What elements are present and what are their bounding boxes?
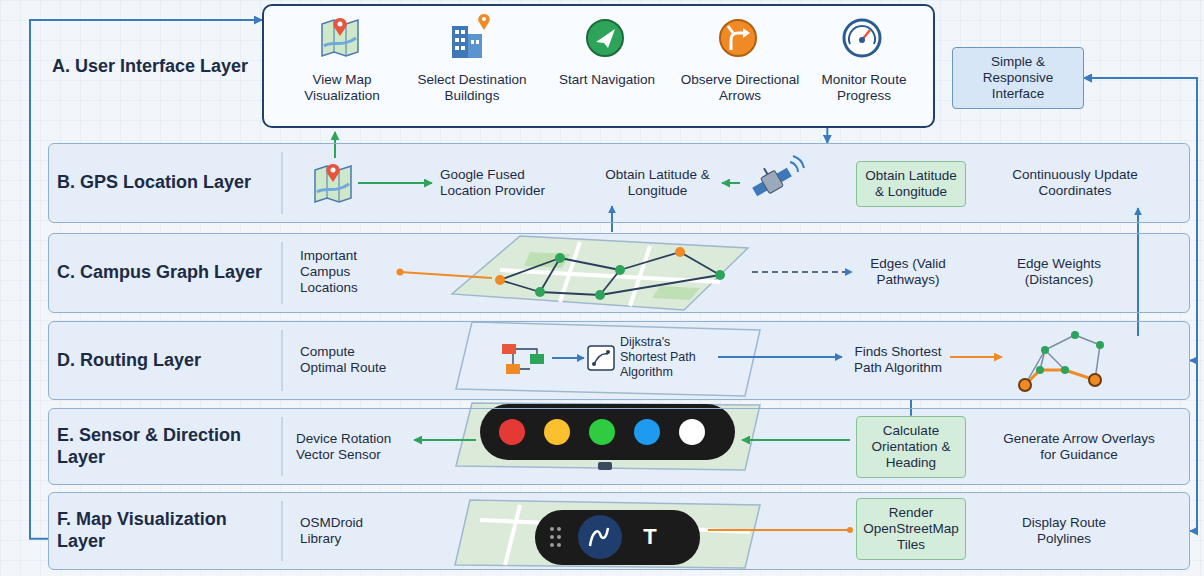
- ui-action: Start Navigation: [545, 72, 669, 88]
- annotation-text: Obtain Latitude & Longitude: [600, 167, 715, 199]
- sensor-art: [414, 403, 850, 470]
- tool-toolbar: [535, 510, 700, 565]
- flow-connector: [1084, 78, 1197, 361]
- process-box: Render OpenStreetMap Tiles: [856, 498, 966, 561]
- process-box: Obtain Latitude & Longitude: [856, 161, 966, 207]
- band-label-holder: E. Sensor & Direction Layer: [57, 409, 279, 484]
- box-text: Calculate Orientation & Heading: [862, 423, 960, 472]
- box-text: Simple & Responsive Interface: [958, 54, 1078, 103]
- ui-action: Observe Directional Arrows: [678, 72, 802, 103]
- band-label-holder: B. GPS Location Layer: [57, 144, 279, 222]
- action-caption: Select Destination Buildings: [410, 72, 534, 103]
- annotation-text: Compute Optimal Route: [300, 344, 400, 376]
- action-caption: Monitor Route Progress: [802, 72, 926, 103]
- layer-title: E. Sensor & Direction Layer: [57, 425, 279, 468]
- annotation-text: Finds Shortest Path Algorithm: [848, 344, 948, 376]
- gps-layer-art: [315, 132, 804, 232]
- band-separators: [282, 152, 283, 561]
- note-box: Simple & Responsive Interface: [952, 47, 1084, 110]
- layer-title: C. Campus Graph Layer: [57, 262, 262, 284]
- band-label-holder: D. Routing Layer: [57, 322, 279, 399]
- process-box: Calculate Orientation & Heading: [856, 416, 966, 479]
- ui-action: Select Destination Buildings: [410, 72, 534, 103]
- layer-title: D. Routing Layer: [57, 350, 201, 372]
- layer-band: C. Campus Graph Layer: [48, 233, 1190, 313]
- toolbar-glyph: T: [638, 524, 662, 550]
- layer-band: F. Map Visualization Layer Render OpenStr…: [48, 492, 1190, 570]
- action-caption: View Map Visualization: [280, 72, 404, 103]
- flow-connector: [826, 128, 828, 143]
- annotation-text: Edges (Valid Pathways): [858, 256, 958, 288]
- ui-action: Monitor Route Progress: [802, 72, 926, 103]
- annotation-text: Dijkstra's Shortest Path Algorithm: [620, 335, 714, 380]
- action-caption: Observe Directional Arrows: [678, 72, 802, 103]
- ui-panel: A. User Interface LayerView Map Visualiz…: [262, 4, 935, 128]
- color-toolbar: [480, 404, 735, 460]
- annotation-text: Continuously Update Coordinates: [995, 167, 1155, 199]
- annotation-text: Important Campus Locations: [300, 248, 397, 297]
- layer-band: D. Routing Layer: [48, 321, 1190, 400]
- annotation-text: OSMDroid Library: [300, 515, 397, 547]
- layer-title: F. Map Visualization Layer: [57, 509, 279, 552]
- ui-icons: [322, 14, 880, 58]
- band-label-holder: C. Campus Graph Layer: [57, 234, 279, 312]
- annotation-text: Display Route Polylines: [1003, 515, 1125, 547]
- box-text: Render OpenStreetMap Tiles: [862, 505, 960, 554]
- routing-art: [456, 208, 1138, 396]
- layer-band: E. Sensor & Direction Layer Calculate Ori…: [48, 408, 1190, 485]
- layer-band: B. GPS Location Layer Obtain Latitude & L…: [48, 143, 1190, 223]
- annotation-text: Generate Arrow Overlays for Guidance: [1003, 431, 1155, 463]
- campus-graph-art: [397, 236, 853, 310]
- action-caption: Start Navigation: [545, 72, 669, 88]
- annotation-text: Device Rotation Vector Sensor: [296, 431, 408, 463]
- band-label-holder: F. Map Visualization Layer: [57, 493, 279, 569]
- layer-title: A. User Interface Layer: [52, 56, 260, 78]
- map-art: [406, 500, 855, 568]
- annotation-text: Edge Weights (Distances): [1003, 256, 1115, 288]
- flow-connector: [1084, 78, 1197, 531]
- ui-action: View Map Visualization: [280, 72, 404, 103]
- layer-title: B. GPS Location Layer: [57, 172, 251, 194]
- annotation-text: Google Fused Location Provider: [440, 167, 575, 199]
- box-text: Obtain Latitude & Longitude: [862, 168, 960, 200]
- panel-fills: [48, 4, 1190, 570]
